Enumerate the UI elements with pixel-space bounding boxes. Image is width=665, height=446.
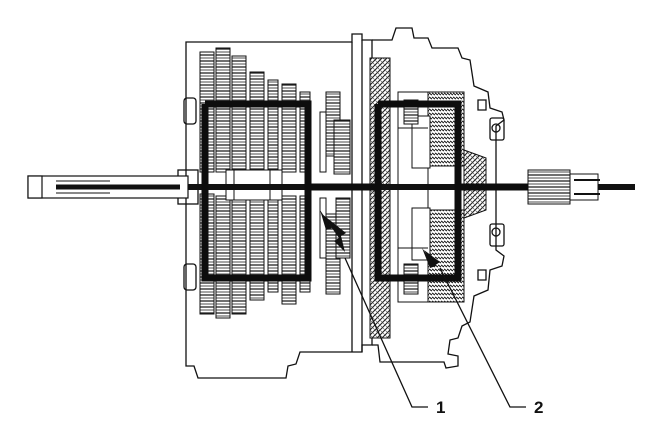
flow-arrow-2 (422, 248, 440, 268)
callout-2: 2 (439, 267, 543, 417)
main-shaft (27, 169, 635, 205)
callout-label-2: 2 (534, 398, 543, 417)
power-flow-path (201, 100, 528, 282)
callout-1: 1 (344, 257, 445, 417)
flow-arrow-1 (320, 210, 346, 252)
clutch-pack (369, 57, 487, 339)
callout-label-1: 1 (436, 398, 445, 417)
leader-line-1 (344, 257, 428, 408)
leader-line-2 (439, 267, 526, 408)
transmission-housing (177, 27, 505, 379)
